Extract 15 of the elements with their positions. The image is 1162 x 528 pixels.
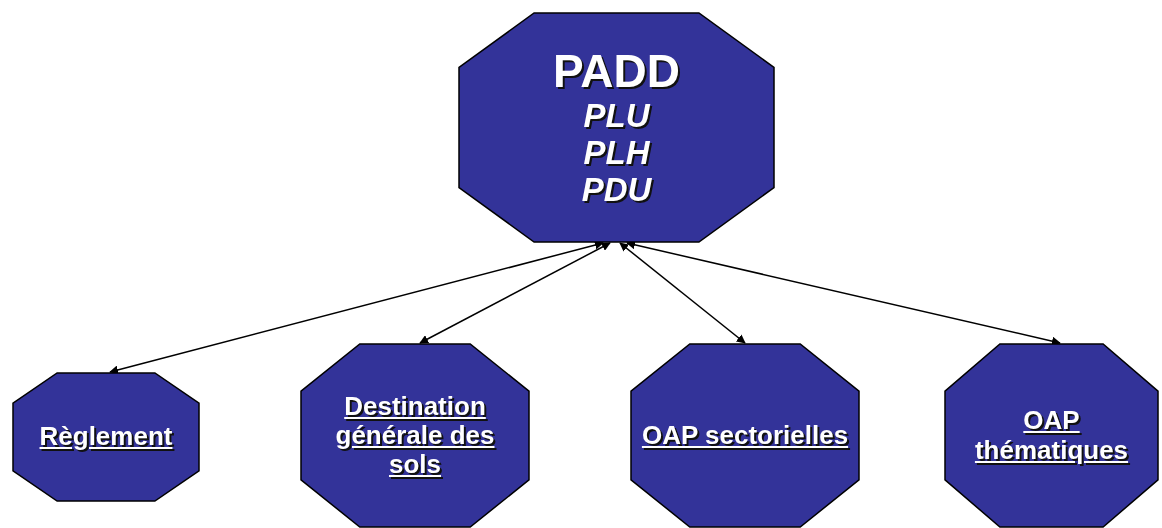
- double-arrow: [619, 242, 746, 344]
- double-arrow: [419, 242, 611, 344]
- node-label: Règlement: [39, 422, 173, 452]
- octagon-node: [630, 343, 860, 528]
- octagon-node: [458, 12, 775, 243]
- abbreviation-text: PLU: [583, 97, 650, 135]
- octagon-node: [944, 343, 1159, 528]
- abbreviation-text: PLH: [583, 134, 650, 172]
- abbreviation-text: PDU: [581, 171, 652, 209]
- title-text: PADD: [553, 46, 680, 98]
- node-label: OAP thématiques: [973, 406, 1130, 465]
- node-label: Destination générale des sols: [334, 391, 496, 480]
- octagon-node: [12, 372, 200, 502]
- node-label: OAP sectorielles: [641, 420, 849, 451]
- octagon-node: [300, 343, 530, 528]
